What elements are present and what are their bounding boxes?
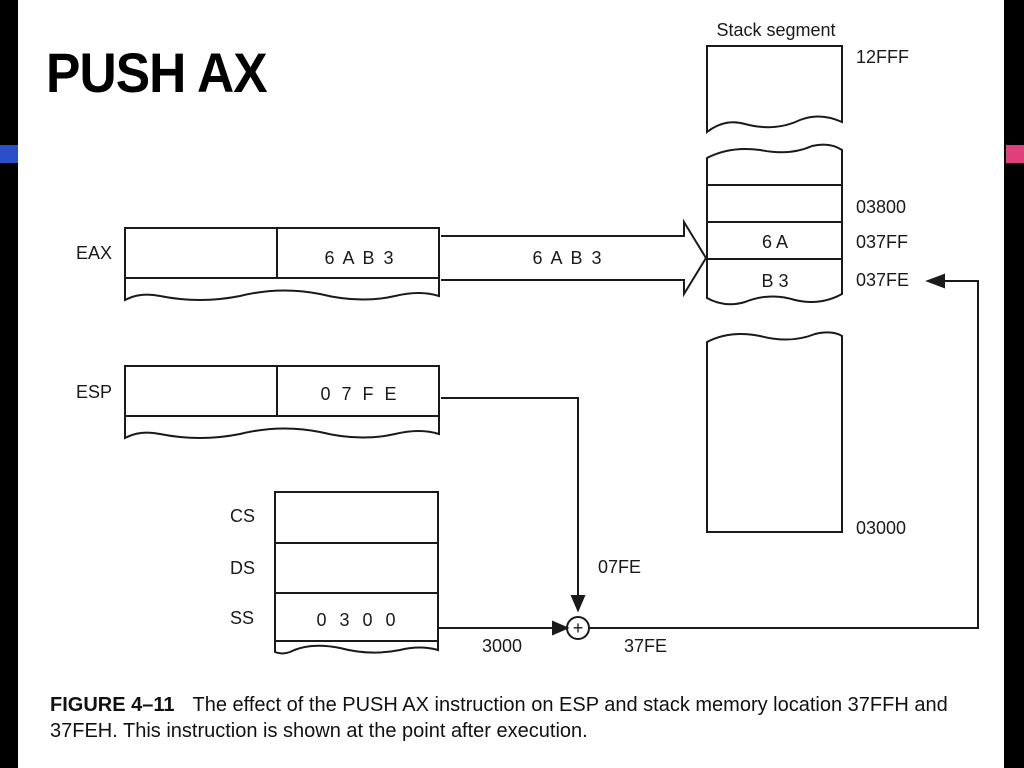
ds-label: DS (230, 558, 255, 578)
stack-segment-label: Stack segment (716, 20, 835, 40)
figure-caption-label: FIGURE 4–11 (50, 694, 175, 716)
esp-to-adder-arrowhead (570, 595, 586, 613)
adder-symbol: + (573, 618, 584, 638)
slide: PUSH AX Stack segment 12FFF 6 A B 3 0380… (18, 0, 1004, 768)
stack-cell-037fe-value: B 3 (761, 271, 788, 291)
eax-label: EAX (76, 243, 112, 263)
left-accent-bar (0, 145, 18, 163)
esp-register (124, 365, 440, 440)
stack-addr-03000: 03000 (856, 518, 906, 538)
ss-to-adder-arrowhead (552, 620, 570, 636)
eax-low-word-value: 6 A B 3 (324, 248, 395, 268)
cs-label: CS (230, 506, 255, 526)
ss-label: SS (230, 608, 254, 628)
sum-label: 37FE (624, 636, 667, 656)
slide-title: PUSH AX (46, 41, 268, 104)
stack-middle-block (706, 143, 843, 306)
stack-addr-12fff: 12FFF (856, 47, 909, 67)
segment-register-block (274, 491, 439, 655)
esp-label: ESP (76, 382, 112, 402)
esp-offset-label: 07FE (598, 557, 641, 577)
ss-value: 0 3 0 0 (316, 610, 399, 630)
stack-top-block (706, 45, 843, 135)
sum-feedback-line (589, 280, 979, 629)
stack-addr-03800: 03800 (856, 197, 906, 217)
sum-feedback-arrowhead (925, 273, 945, 289)
figure-caption-text: The effect of the PUSH AX instruction on… (50, 694, 948, 742)
transfer-arrow (441, 218, 708, 298)
stack-addr-037fe: 037FE (856, 270, 909, 290)
stack-bottom-block (706, 331, 843, 533)
stack-cell-037ff-value: 6 A (762, 232, 788, 252)
esp-to-adder-line (441, 397, 579, 605)
eax-register (124, 227, 440, 302)
ss-base-label: 3000 (482, 636, 522, 656)
transfer-arrow-value: 6 A B 3 (532, 248, 603, 268)
esp-low-word-value: 0 7 F E (320, 384, 399, 404)
right-accent-bar (1006, 145, 1024, 163)
stack-addr-037ff: 037FF (856, 232, 908, 252)
push-ax-diagram: Stack segment 12FFF 6 A B 3 03800 037FF … (76, 20, 979, 656)
